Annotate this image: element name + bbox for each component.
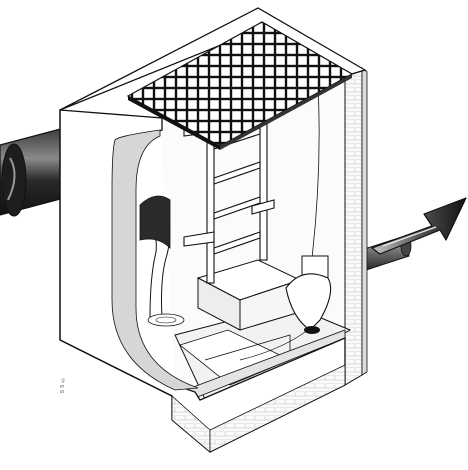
flow-arrow <box>371 197 467 255</box>
inlet-pipe <box>0 127 65 217</box>
float-switch <box>239 84 332 361</box>
margin-note: S 5 © <box>60 376 66 394</box>
inflow-stream <box>139 195 185 327</box>
grating <box>126 21 354 150</box>
